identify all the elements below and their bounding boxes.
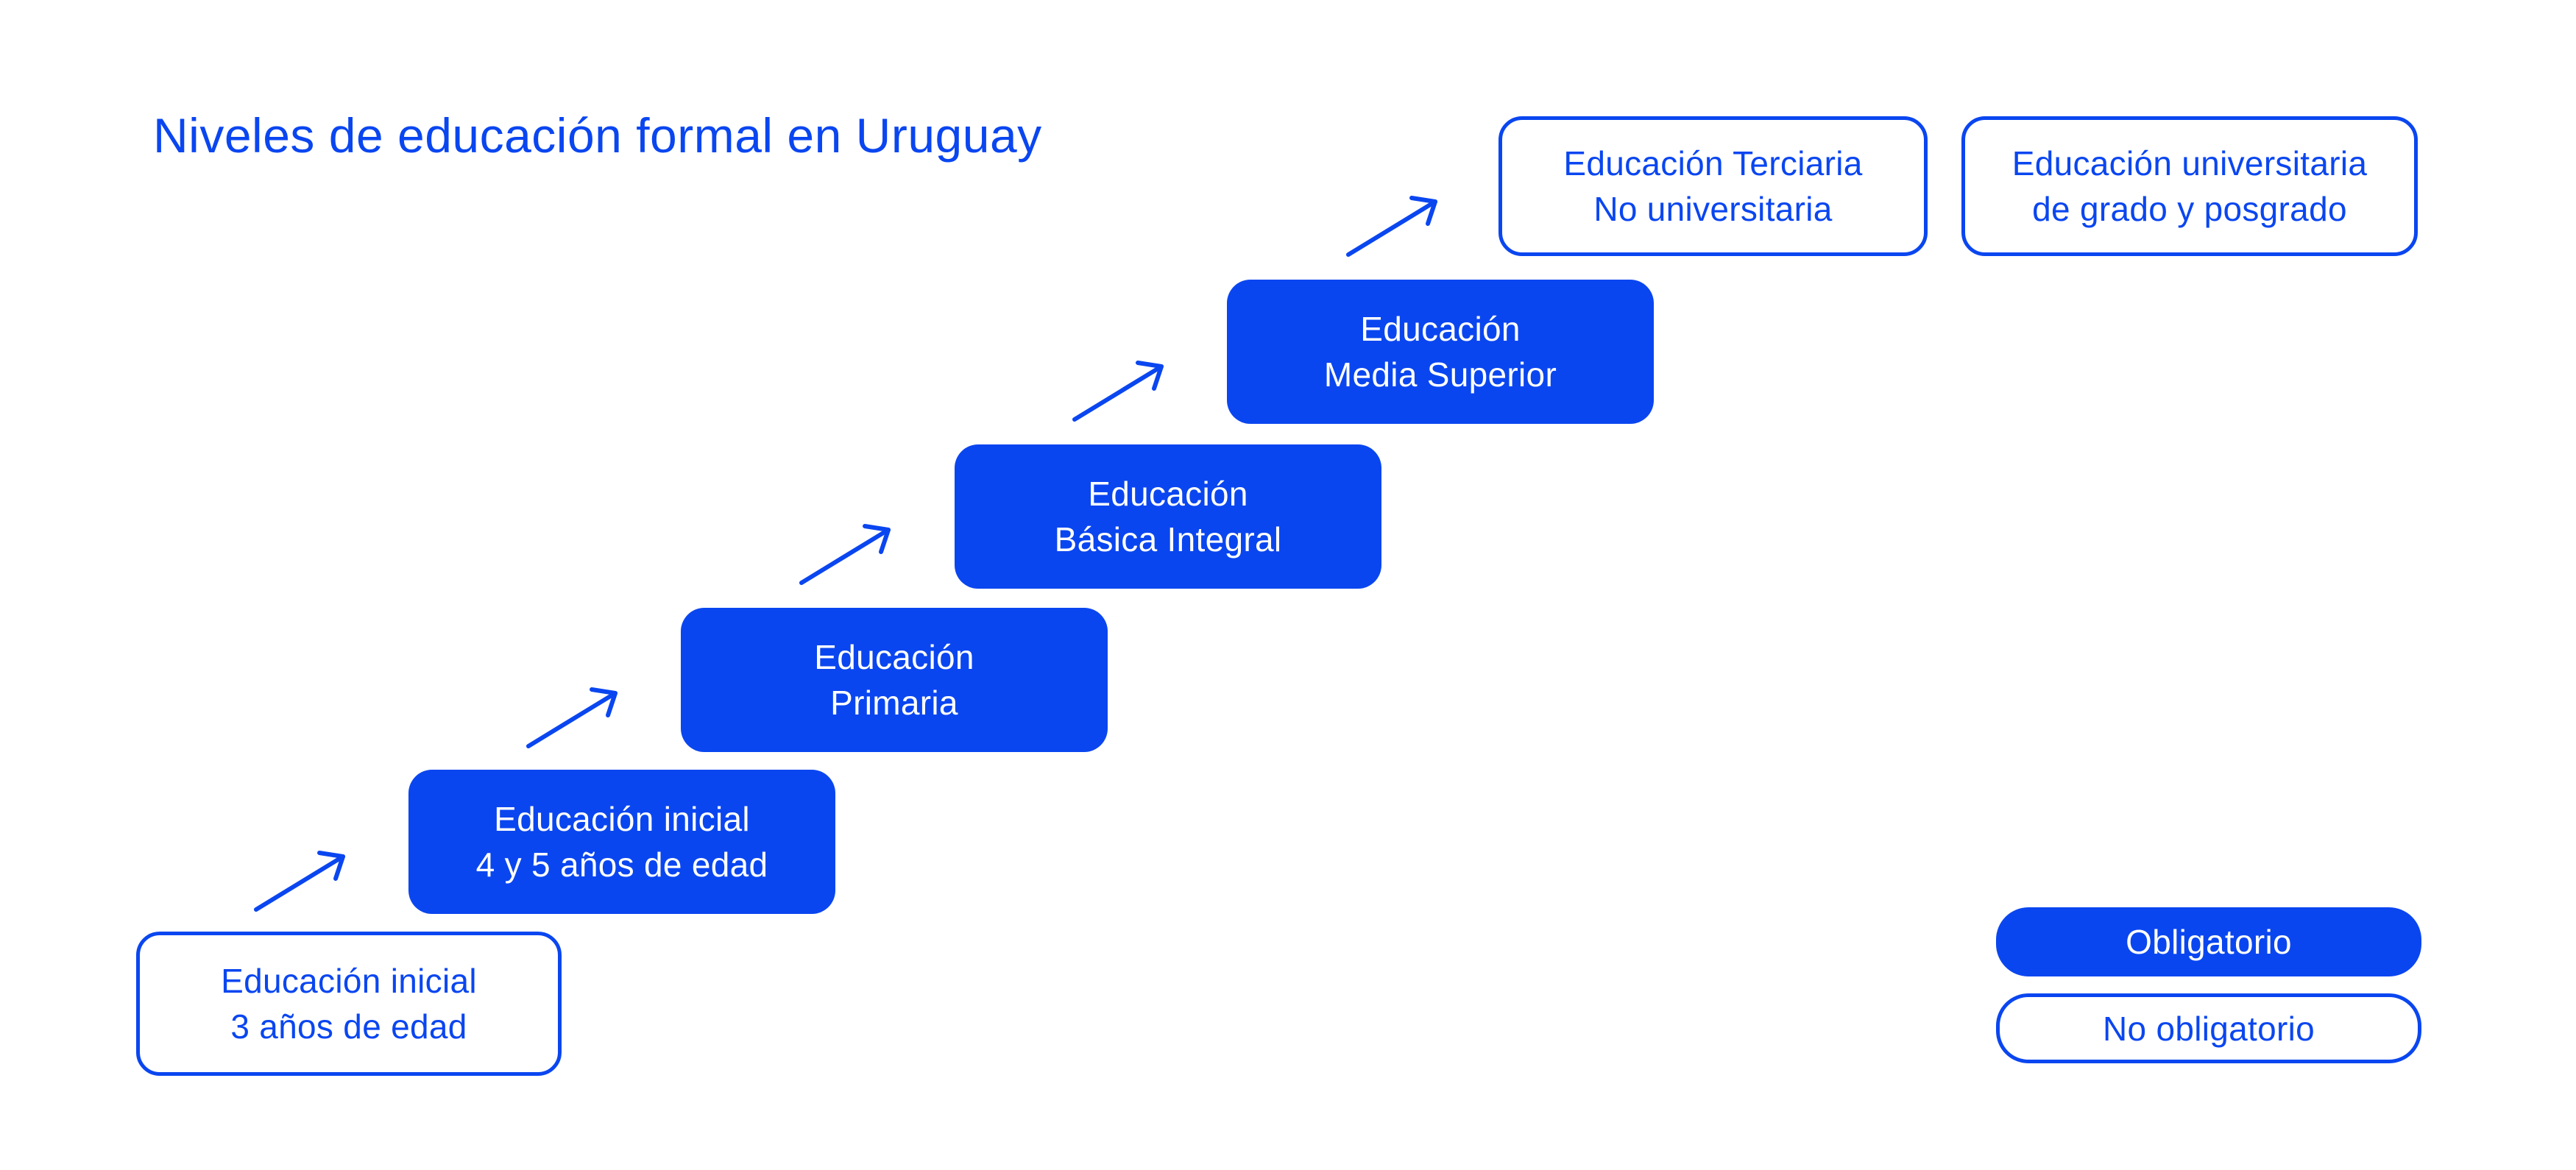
legend-label: Obligatorio: [2126, 923, 2292, 961]
level-box-basica-integral: Educación Básica Integral: [955, 444, 1381, 589]
level-label-line1: Educación inicial: [494, 800, 750, 838]
level-label-line2: 4 y 5 años de edad: [475, 845, 768, 884]
level-label-line2: Primaria: [830, 684, 958, 722]
level-label-line2: de grado y posgrado: [2032, 190, 2347, 228]
level-label-line1: Educación: [1360, 310, 1521, 348]
level-label-line2: Media Superior: [1323, 355, 1557, 394]
legend-obligatorio-pill: Obligatorio: [1996, 907, 2421, 976]
level-box-universitaria-grado-posgrado: Educación universitaria de grado y posgr…: [1961, 116, 2418, 256]
level-label-line1: Educación Terciaria: [1563, 144, 1863, 182]
level-label-line2: 3 años de edad: [230, 1007, 467, 1046]
level-box-inicial-3-anos: Educación inicial 3 años de edad: [136, 932, 562, 1076]
level-box-terciaria-no-universitaria: Educación Terciaria No universitaria: [1498, 116, 1928, 256]
arrow-up-icon: [247, 846, 358, 920]
level-label-line2: Básica Integral: [1054, 520, 1282, 559]
level-label-line1: Educación inicial: [221, 962, 477, 1000]
level-box-primaria: Educación Primaria: [681, 608, 1108, 752]
legend-no-obligatorio-pill: No obligatorio: [1996, 993, 2421, 1063]
arrow-up-icon: [793, 520, 903, 593]
level-box-inicial-4-5-anos: Educación inicial 4 y 5 años de edad: [408, 770, 835, 914]
legend-label: No obligatorio: [2102, 1009, 2315, 1048]
level-label-line1: Educación: [814, 638, 974, 676]
arrow-up-icon: [1066, 356, 1176, 430]
level-label-line2: No universitaria: [1593, 190, 1833, 228]
arrow-up-icon: [1340, 191, 1450, 265]
arrow-up-icon: [520, 683, 630, 756]
level-box-media-superior: Educación Media Superior: [1227, 280, 1654, 424]
level-label-line1: Educación: [1088, 475, 1248, 513]
page-title: Niveles de educación formal en Uruguay: [153, 108, 1042, 163]
level-label-line1: Educación universitaria: [2011, 144, 2368, 182]
